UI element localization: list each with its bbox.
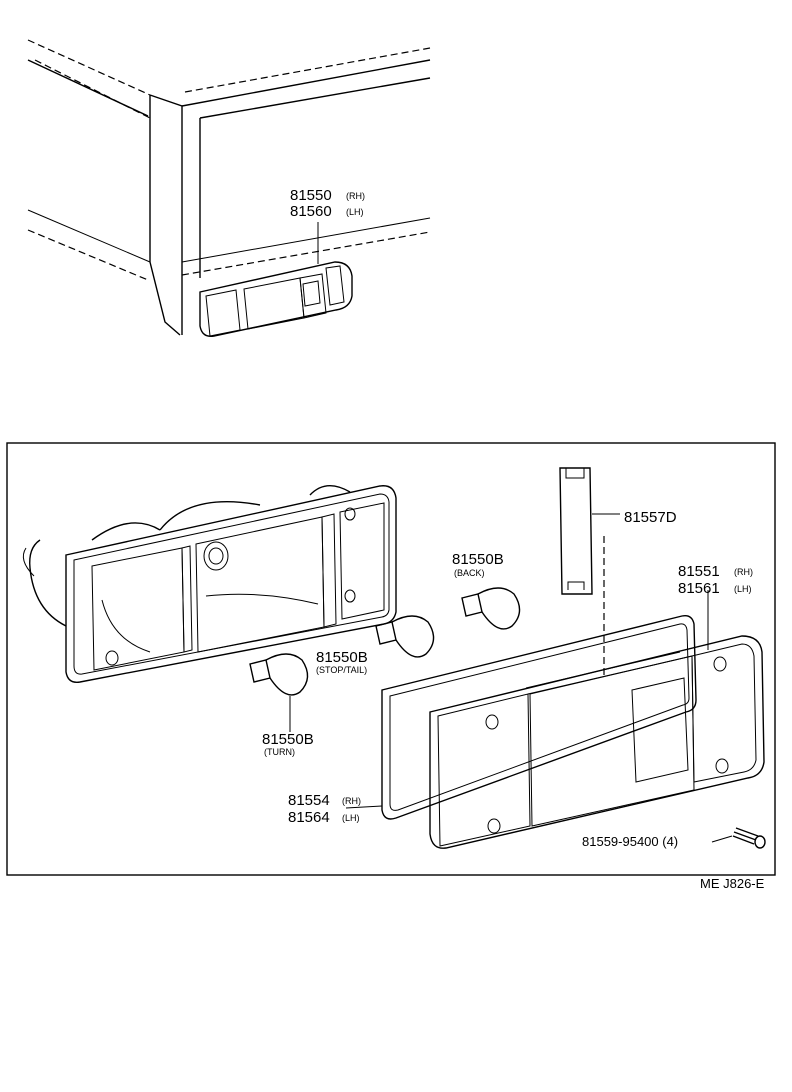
- bulb-stop-note: (STOP/TAIL): [316, 665, 367, 675]
- vehicle-body-corner: [27, 39, 431, 336]
- gasket-lh-side-label: (LH): [342, 813, 360, 823]
- top-lh-side-label: (LH): [346, 207, 364, 217]
- lamp-lens: [429, 635, 765, 849]
- lens-lh-part-number: 81561: [678, 580, 720, 597]
- leader-screw: [711, 835, 733, 843]
- bulb-stop-part-number: 81550B: [316, 649, 368, 666]
- lens-rh-side-label: (RH): [734, 567, 753, 577]
- screw: [732, 827, 766, 849]
- diagram-code: ME J826-E: [700, 876, 765, 891]
- screw-part-number: 81559-95400 (4): [582, 834, 678, 849]
- bulb-back-note: (BACK): [454, 568, 485, 578]
- bulb-stop-tail: [375, 615, 435, 658]
- lens-rh-part-number: 81551: [678, 563, 720, 580]
- gasket-rh-part-number: 81554: [288, 792, 330, 809]
- lamp-cover: [559, 467, 593, 595]
- gasket-rh-side-label: (RH): [342, 796, 361, 806]
- top-rh-part-number: 81550: [290, 187, 332, 204]
- gasket: [381, 614, 697, 820]
- exploded-view-frame: [6, 442, 776, 876]
- bulb-turn: [249, 653, 309, 696]
- cover-part-number: 81557D: [624, 509, 677, 526]
- gasket-lh-part-number: 81564: [288, 809, 330, 826]
- leader-gasket: [345, 805, 383, 809]
- bulb-turn-part-number: 81550B: [262, 731, 314, 748]
- lamp-housing: [22, 485, 397, 683]
- bulb-back-part-number: 81550B: [452, 551, 504, 568]
- lens-lh-side-label: (LH): [734, 584, 752, 594]
- bulb-turn-note: (TURN): [264, 747, 295, 757]
- top-rh-side-label: (RH): [346, 191, 365, 201]
- tail-lamp-installed: [199, 261, 353, 337]
- top-lh-part-number: 81560: [290, 203, 332, 220]
- bulb-back: [461, 587, 521, 630]
